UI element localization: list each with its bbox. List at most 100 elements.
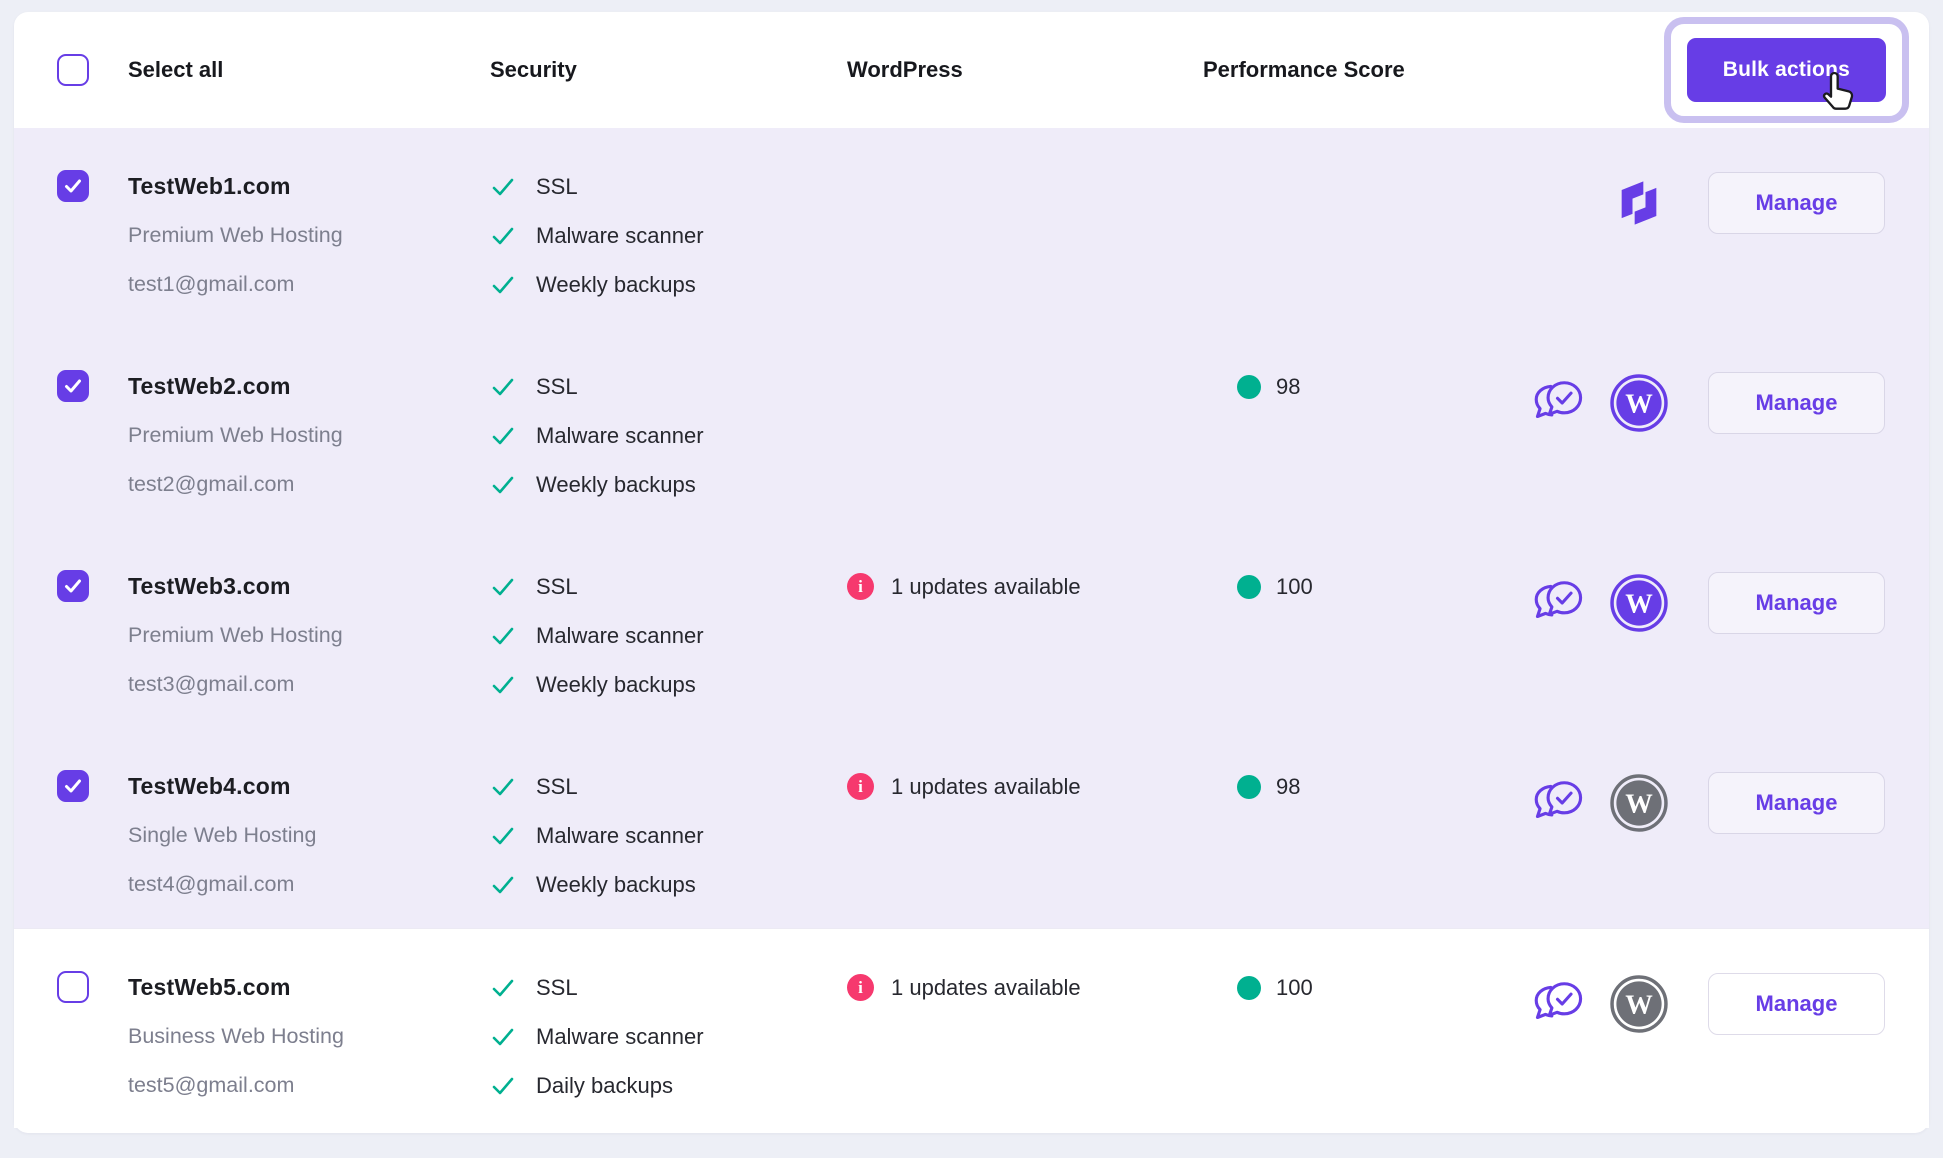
speech-bubble-check-icon bbox=[1528, 374, 1586, 432]
wordpress-cell: i 1 updates available bbox=[847, 728, 1203, 928]
manage-button[interactable]: Manage bbox=[1708, 572, 1885, 634]
websites-table-card: Select all Security WordPress Performanc… bbox=[14, 12, 1929, 1133]
performance-cell: 98 bbox=[1203, 328, 1514, 528]
status-dot bbox=[1237, 975, 1261, 1000]
site-icons bbox=[1514, 174, 1694, 232]
site-icons: W bbox=[1514, 374, 1694, 432]
site-info: TestWeb4.com Single Web Hosting test4@gm… bbox=[128, 728, 490, 928]
info-icon: i bbox=[847, 573, 874, 600]
check-icon bbox=[492, 827, 514, 844]
security-feature: Malware scanner bbox=[490, 811, 847, 860]
site-info: TestWeb1.com Premium Web Hosting test1@g… bbox=[128, 128, 490, 328]
wordpress-cell: i 1 updates available bbox=[847, 528, 1203, 728]
wordpress-updates: i 1 updates available bbox=[847, 762, 1203, 811]
status-dot bbox=[1237, 574, 1261, 599]
site-info: TestWeb5.com Business Web Hosting test5@… bbox=[128, 929, 490, 1128]
performance-score: 98 bbox=[1237, 762, 1514, 811]
row-checkbox-cell bbox=[14, 528, 128, 728]
check-icon bbox=[492, 1077, 514, 1094]
checkbox-check-icon bbox=[65, 779, 81, 793]
wordpress-icon: W bbox=[1610, 574, 1668, 632]
row-checkbox-cell bbox=[14, 929, 128, 1128]
row-checkbox[interactable] bbox=[57, 770, 89, 802]
check-icon bbox=[492, 227, 514, 244]
security-list: SSL Malware scanner Weekly backups bbox=[490, 128, 847, 328]
security-feature: SSL bbox=[490, 562, 847, 611]
select-all-checkbox[interactable] bbox=[57, 54, 89, 86]
performance-cell: 98 bbox=[1203, 728, 1514, 928]
manage-cell: Manage bbox=[1694, 528, 1929, 728]
security-feature-label: Weekly backups bbox=[536, 471, 696, 497]
check-icon bbox=[492, 427, 514, 444]
check-icon bbox=[492, 627, 514, 644]
info-icon: i bbox=[847, 773, 874, 800]
status-dot bbox=[1237, 374, 1261, 399]
performance-cell: 100 bbox=[1203, 528, 1514, 728]
site-email: test2@gmail.com bbox=[128, 472, 295, 496]
security-feature-label: SSL bbox=[536, 974, 578, 1000]
bulk-actions-highlight: Bulk actions bbox=[1663, 17, 1909, 123]
row-checkbox[interactable] bbox=[57, 370, 89, 402]
security-feature: SSL bbox=[490, 362, 847, 411]
security-list: SSL Malware scanner Weekly backups bbox=[490, 328, 847, 528]
security-feature-label: Weekly backups bbox=[536, 271, 696, 297]
security-feature: Weekly backups bbox=[490, 460, 847, 509]
table-row: TestWeb2.com Premium Web Hosting test2@g… bbox=[14, 328, 1929, 528]
performance-score-value: 100 bbox=[1276, 974, 1313, 1000]
column-header-wordpress: WordPress bbox=[847, 57, 963, 82]
security-feature: SSL bbox=[490, 762, 847, 811]
check-icon bbox=[492, 378, 514, 395]
security-feature: SSL bbox=[490, 963, 847, 1012]
performance-score: 100 bbox=[1237, 562, 1514, 611]
check-icon bbox=[492, 578, 514, 595]
site-icons: W bbox=[1514, 975, 1694, 1033]
wordpress-updates: i 1 updates available bbox=[847, 562, 1203, 611]
check-icon bbox=[492, 778, 514, 795]
column-header-performance: Performance Score bbox=[1203, 57, 1405, 82]
check-icon bbox=[492, 276, 514, 293]
site-icons: W bbox=[1514, 574, 1694, 632]
updates-available-text: 1 updates available bbox=[891, 773, 1081, 799]
info-icon: i bbox=[847, 974, 874, 1001]
check-icon bbox=[492, 1028, 514, 1045]
site-plan: Single Web Hosting bbox=[128, 823, 317, 847]
table-header: Select all Security WordPress Performanc… bbox=[14, 12, 1929, 128]
svg-text:W: W bbox=[1625, 787, 1653, 818]
security-feature-label: Malware scanner bbox=[536, 222, 704, 248]
manage-cell: Manage bbox=[1694, 328, 1929, 528]
manage-button[interactable]: Manage bbox=[1708, 772, 1885, 834]
manage-button[interactable]: Manage bbox=[1708, 973, 1885, 1035]
check-icon bbox=[492, 476, 514, 493]
svg-text:W: W bbox=[1625, 988, 1653, 1019]
security-list: SSL Malware scanner Weekly backups bbox=[490, 728, 847, 928]
bulk-actions-button[interactable]: Bulk actions bbox=[1686, 38, 1886, 102]
row-checkbox-cell bbox=[14, 728, 128, 928]
row-checkbox[interactable] bbox=[57, 971, 89, 1003]
site-domain: TestWeb5.com bbox=[128, 974, 291, 1000]
table-row: TestWeb1.com Premium Web Hosting test1@g… bbox=[14, 128, 1929, 328]
site-plan: Premium Web Hosting bbox=[128, 423, 343, 447]
manage-cell: Manage bbox=[1694, 728, 1929, 928]
wordpress-icon: W bbox=[1610, 774, 1668, 832]
manage-button[interactable]: Manage bbox=[1708, 372, 1885, 434]
updates-available-text: 1 updates available bbox=[891, 974, 1081, 1000]
table-row: TestWeb4.com Single Web Hosting test4@gm… bbox=[14, 728, 1929, 928]
wordpress-cell: i 1 updates available bbox=[847, 929, 1203, 1128]
security-feature: SSL bbox=[490, 162, 847, 211]
security-feature: Weekly backups bbox=[490, 660, 847, 709]
row-checkbox[interactable] bbox=[57, 570, 89, 602]
wordpress-icon: W bbox=[1610, 374, 1668, 432]
site-email: test5@gmail.com bbox=[128, 1073, 295, 1097]
performance-cell: 100 bbox=[1203, 929, 1514, 1128]
security-feature: Daily backups bbox=[490, 1061, 847, 1110]
security-feature-label: SSL bbox=[536, 773, 578, 799]
manage-button[interactable]: Manage bbox=[1708, 172, 1885, 234]
security-feature-label: Malware scanner bbox=[536, 422, 704, 448]
row-checkbox[interactable] bbox=[57, 170, 89, 202]
security-feature-label: SSL bbox=[536, 173, 578, 199]
row-checkbox-cell bbox=[14, 128, 128, 328]
site-info: TestWeb2.com Premium Web Hosting test2@g… bbox=[128, 328, 490, 528]
security-list: SSL Malware scanner Daily backups bbox=[490, 929, 847, 1128]
security-feature: Malware scanner bbox=[490, 611, 847, 660]
site-email: test1@gmail.com bbox=[128, 272, 295, 296]
